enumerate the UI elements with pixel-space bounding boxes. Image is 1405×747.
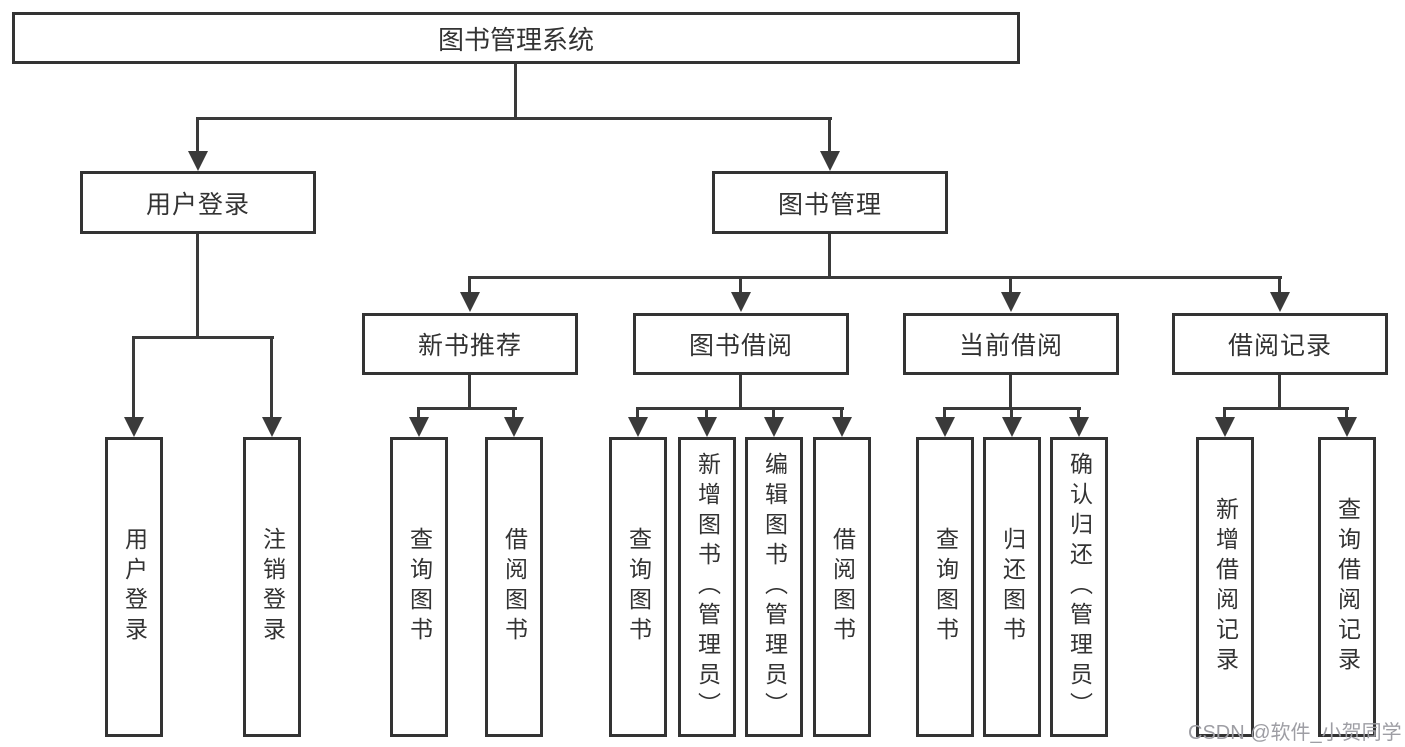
connector-line — [196, 117, 832, 120]
connector-line — [468, 276, 1282, 279]
connector-line — [270, 336, 273, 418]
leaf-query-books-current: 查询图书 — [916, 437, 974, 737]
arrow-down-icon — [935, 417, 955, 437]
arrow-down-icon — [460, 292, 480, 312]
arrow-down-icon — [628, 417, 648, 437]
leaf-label: 用户登录 — [121, 527, 148, 647]
connector-line — [132, 336, 274, 339]
arrow-down-icon — [1002, 417, 1022, 437]
connector-line — [1009, 276, 1012, 294]
connector-line — [1009, 375, 1012, 409]
leaf-query-borrow-record: 查询借阅记录 — [1318, 437, 1376, 737]
connector-line — [196, 234, 199, 338]
connector-line — [739, 276, 742, 294]
connector-line — [196, 117, 199, 153]
leaf-label: 查询图书 — [932, 527, 959, 647]
connector-line — [943, 407, 946, 419]
leaf-user-login: 用户登录 — [105, 437, 163, 737]
leaf-label: 归还图书 — [999, 527, 1026, 647]
connector-line — [512, 407, 515, 419]
connector-line — [840, 407, 843, 419]
arrow-down-icon — [1337, 417, 1357, 437]
connector-line — [1278, 375, 1281, 409]
node-label: 新书推荐 — [417, 332, 522, 360]
connector-line — [468, 375, 471, 409]
connector-line — [1010, 407, 1013, 419]
node-borrowing-records: 借阅记录 — [1172, 313, 1388, 375]
leaf-label: 注销登录 — [259, 527, 286, 647]
node-label: 当前借阅 — [958, 332, 1063, 360]
connector-line — [417, 407, 517, 410]
node-user-login: 用户登录 — [80, 171, 316, 234]
connector-line — [828, 234, 831, 278]
node-current-borrowing: 当前借阅 — [903, 313, 1119, 375]
leaf-add-borrow-record: 新增借阅记录 — [1196, 437, 1254, 737]
node-book-management: 图书管理 — [712, 171, 948, 234]
connector-line — [417, 407, 420, 419]
connector-line — [772, 407, 775, 419]
node-label: 图书借阅 — [688, 332, 793, 360]
arrow-down-icon — [262, 417, 282, 437]
leaf-return-books: 归还图书 — [983, 437, 1041, 737]
leaf-label: 新增图书（管理员） — [694, 452, 721, 722]
connector-line — [1077, 407, 1080, 419]
leaf-label: 编辑图书（管理员） — [761, 452, 788, 722]
leaf-label: 借阅图书 — [501, 527, 528, 647]
node-label: 借阅记录 — [1227, 332, 1332, 360]
connector-line — [739, 375, 742, 409]
leaf-label: 确认归还（管理员） — [1066, 452, 1093, 722]
node-label: 用户登录 — [145, 190, 250, 219]
csdn-watermark: CSDN @软件_小贺同学 — [1188, 722, 1402, 744]
leaf-query-books-recommend: 查询图书 — [390, 437, 448, 737]
connector-line — [705, 407, 708, 419]
connector-line — [132, 336, 135, 418]
leaf-query-books-borrow: 查询图书 — [609, 437, 667, 737]
arrow-down-icon — [188, 151, 208, 171]
arrow-down-icon — [1215, 417, 1235, 437]
arrow-down-icon — [697, 417, 717, 437]
leaf-add-books-admin: 新增图书（管理员） — [678, 437, 736, 737]
leaf-label: 查询图书 — [625, 527, 652, 647]
arrow-down-icon — [731, 292, 751, 312]
node-new-book-recommend: 新书推荐 — [362, 313, 578, 375]
connector-line — [468, 276, 471, 294]
arrow-down-icon — [1270, 292, 1290, 312]
leaf-confirm-return-admin: 确认归还（管理员） — [1050, 437, 1108, 737]
connector-line — [514, 63, 517, 119]
arrow-down-icon — [409, 417, 429, 437]
arrow-down-icon — [764, 417, 784, 437]
node-label: 图书管理 — [777, 190, 882, 219]
connector-line — [1223, 407, 1226, 419]
connector-line — [1278, 276, 1281, 294]
node-library-system: 图书管理系统 — [12, 12, 1020, 64]
leaf-label: 借阅图书 — [829, 527, 856, 647]
node-book-borrowing: 图书借阅 — [633, 313, 849, 375]
arrow-down-icon — [1001, 292, 1021, 312]
leaf-borrow-books: 借阅图书 — [813, 437, 871, 737]
node-label: 图书管理系统 — [437, 24, 594, 55]
leaf-label: 查询借阅记录 — [1334, 497, 1361, 677]
arrow-down-icon — [504, 417, 524, 437]
arrow-down-icon — [820, 151, 840, 171]
leaf-label: 新增借阅记录 — [1212, 497, 1239, 677]
leaf-label: 查询图书 — [406, 527, 433, 647]
leaf-edit-books-admin: 编辑图书（管理员） — [745, 437, 803, 737]
arrow-down-icon — [832, 417, 852, 437]
connector-line — [636, 407, 639, 419]
arrow-down-icon — [124, 417, 144, 437]
connector-line — [1223, 407, 1349, 410]
connector-line — [636, 407, 844, 410]
connector-line — [828, 117, 831, 153]
connector-line — [1345, 407, 1348, 419]
leaf-logout: 注销登录 — [243, 437, 301, 737]
arrow-down-icon — [1069, 417, 1089, 437]
leaf-borrow-books-recommend: 借阅图书 — [485, 437, 543, 737]
